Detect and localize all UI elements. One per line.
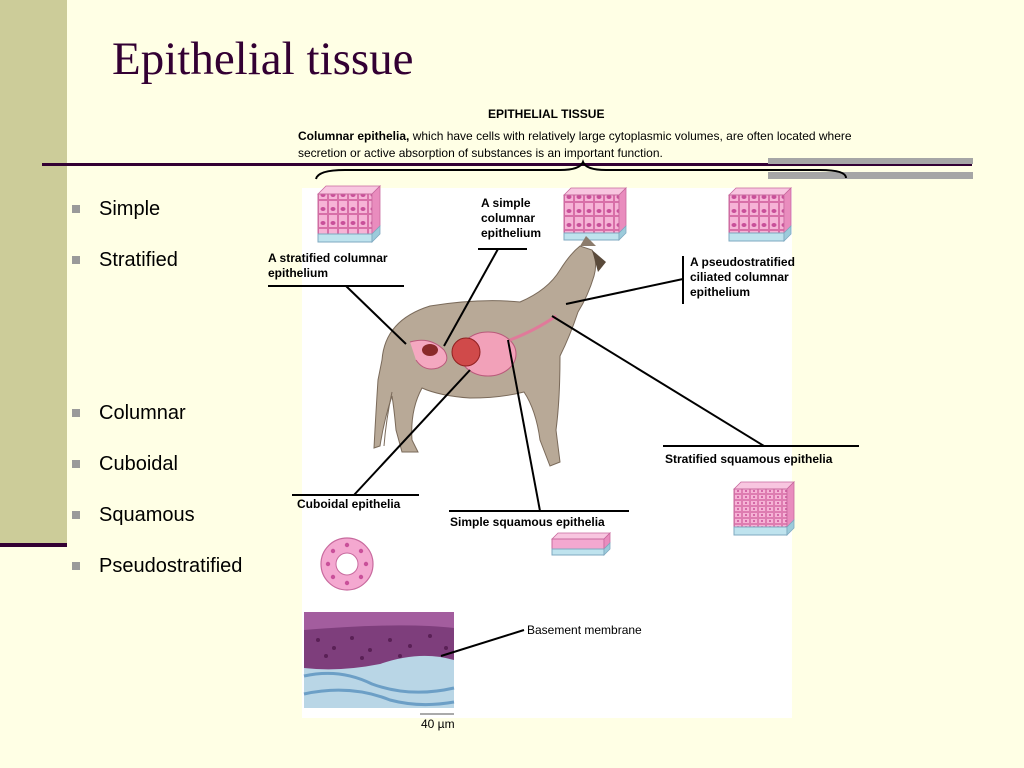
label-basement-membrane: Basement membrane	[527, 623, 642, 637]
bullet-cuboidal: Cuboidal	[72, 452, 178, 476]
bullet-simple: Simple	[72, 197, 160, 221]
bullet-square-icon	[72, 460, 80, 468]
slide-title: Epithelial tissue	[112, 33, 414, 85]
scale-bar-label: 40 µm	[421, 717, 455, 731]
label-stratified-squamous: Stratified squamous epithelia	[665, 452, 833, 466]
figure-caption: Columnar epithelia, which have cells wit…	[298, 128, 878, 162]
label-pseudostratified: A pseudostratified ciliated columnar epi…	[690, 255, 795, 299]
stratified-columnar-cube	[317, 185, 381, 243]
figure-heading: EPITHELIAL TISSUE	[488, 107, 605, 121]
simple-columnar-cube	[563, 187, 627, 241]
label-stratified-columnar: A stratified columnar epithelium	[268, 251, 388, 280]
bullet-square-icon	[72, 562, 80, 570]
label-cuboidal: Cuboidal epithelia	[297, 497, 401, 511]
wolf-illustration	[373, 236, 606, 467]
bullet-columnar: Columnar	[72, 401, 186, 425]
bullet-square-icon	[72, 511, 80, 519]
label-simple-columnar: A simple columnar epithelium	[481, 196, 542, 240]
bullet-square-icon	[72, 256, 80, 264]
bullet-square-icon	[72, 205, 80, 213]
caption-text: which have cells with relatively large c…	[298, 129, 852, 160]
cuboidal-tube	[320, 537, 374, 591]
bullet-squamous: Squamous	[72, 503, 195, 527]
leader-lines	[268, 248, 859, 657]
micrograph	[303, 612, 455, 715]
sidebar-band	[0, 0, 67, 545]
accent-rule-bottom	[768, 172, 973, 179]
bullet-pseudostratified: Pseudostratified	[72, 554, 242, 578]
stratified-squamous-cube	[733, 481, 795, 536]
label-simple-squamous: Simple squamous epithelia	[450, 515, 605, 529]
sidebar-underline	[0, 543, 67, 547]
caption-bold: Columnar epithelia,	[298, 129, 410, 143]
title-rule	[42, 163, 972, 166]
pseudostratified-cube	[728, 187, 792, 242]
accent-rule-top	[768, 158, 973, 164]
simple-squamous-slab	[551, 532, 611, 556]
bullet-stratified: Stratified	[72, 248, 178, 272]
bullet-square-icon	[72, 409, 80, 417]
brace-icon	[315, 159, 847, 180]
